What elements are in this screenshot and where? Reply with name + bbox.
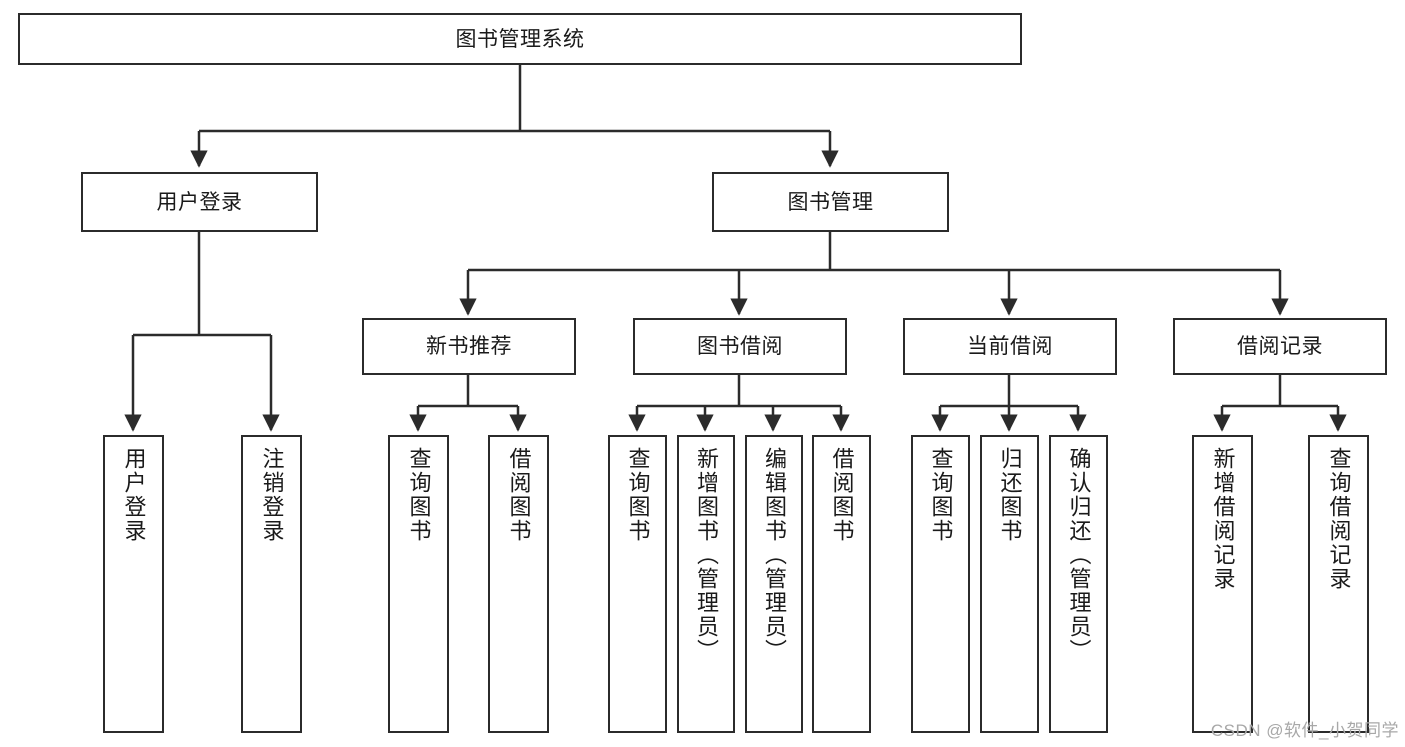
node-user-login[interactable]: 用户登录 <box>81 172 318 232</box>
node-book-manage[interactable]: 图书管理 <box>712 172 949 232</box>
node-borrow-record-label: 借阅记录 <box>1237 335 1323 358</box>
node-leaf-query-book-2-label: 查询图书 <box>625 447 651 543</box>
node-leaf-query-book-3[interactable]: 查询图书 <box>911 435 970 733</box>
node-user-login-label: 用户登录 <box>156 190 243 214</box>
node-leaf-logout-label: 注销登录 <box>259 447 285 543</box>
node-leaf-query-book-3-label: 查询图书 <box>928 447 954 543</box>
node-book-manage-label: 图书管理 <box>787 190 874 214</box>
node-leaf-query-record-label: 查询借阅记录 <box>1326 447 1352 591</box>
node-leaf-user-login-label: 用户登录 <box>121 447 147 543</box>
node-leaf-user-login[interactable]: 用户登录 <box>103 435 164 733</box>
node-new-book-rec-label: 新书推荐 <box>426 335 512 358</box>
node-leaf-add-record-label: 新增借阅记录 <box>1210 447 1236 591</box>
node-leaf-query-book-1[interactable]: 查询图书 <box>388 435 449 733</box>
node-leaf-borrow-book-1[interactable]: 借阅图书 <box>488 435 549 733</box>
node-leaf-query-book-2[interactable]: 查询图书 <box>608 435 667 733</box>
node-current-borrow-label: 当前借阅 <box>967 335 1053 358</box>
node-root-label: 图书管理系统 <box>455 27 585 51</box>
node-leaf-confirm-return[interactable]: 确认归还（管理员） <box>1049 435 1108 733</box>
node-leaf-add-book-label: 新增图书（管理员） <box>694 447 719 663</box>
node-leaf-add-book[interactable]: 新增图书（管理员） <box>677 435 735 733</box>
node-leaf-borrow-book-1-label: 借阅图书 <box>506 447 532 543</box>
node-leaf-add-record[interactable]: 新增借阅记录 <box>1192 435 1253 733</box>
node-book-borrow[interactable]: 图书借阅 <box>633 318 847 375</box>
node-leaf-borrow-book-2-label: 借阅图书 <box>829 447 855 543</box>
node-leaf-edit-book-label: 编辑图书（管理员） <box>762 447 787 663</box>
node-leaf-logout[interactable]: 注销登录 <box>241 435 302 733</box>
node-new-book-rec[interactable]: 新书推荐 <box>362 318 576 375</box>
node-leaf-query-record[interactable]: 查询借阅记录 <box>1308 435 1369 733</box>
node-leaf-edit-book[interactable]: 编辑图书（管理员） <box>745 435 803 733</box>
node-leaf-query-book-1-label: 查询图书 <box>406 447 432 543</box>
node-borrow-record[interactable]: 借阅记录 <box>1173 318 1387 375</box>
node-leaf-borrow-book-2[interactable]: 借阅图书 <box>812 435 871 733</box>
node-current-borrow[interactable]: 当前借阅 <box>903 318 1117 375</box>
node-root[interactable]: 图书管理系统 <box>18 13 1022 65</box>
node-leaf-return-book[interactable]: 归还图书 <box>980 435 1039 733</box>
node-leaf-return-book-label: 归还图书 <box>997 447 1023 543</box>
node-book-borrow-label: 图书借阅 <box>697 335 783 358</box>
node-leaf-confirm-return-label: 确认归还（管理员） <box>1066 447 1092 663</box>
